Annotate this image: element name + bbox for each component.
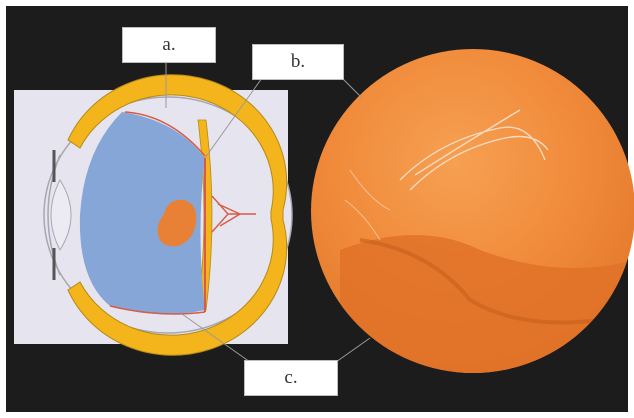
label-a-text: a. bbox=[162, 34, 175, 56]
label-b-text: b. bbox=[291, 51, 305, 73]
label-b: b. bbox=[252, 44, 344, 80]
label-c-text: c. bbox=[284, 367, 297, 389]
eye-schematic bbox=[14, 75, 292, 355]
label-a: a. bbox=[122, 27, 216, 63]
label-c: c. bbox=[244, 360, 338, 396]
